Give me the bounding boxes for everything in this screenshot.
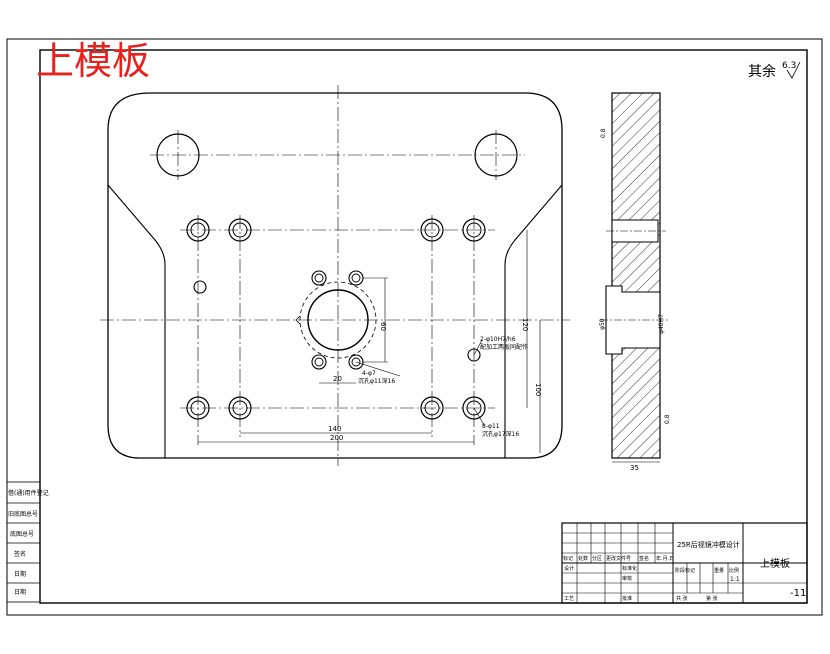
label-stage-mark: 阶段标记 xyxy=(675,567,695,574)
left-row-2: 底图总号 xyxy=(10,530,34,538)
cb-hole xyxy=(228,218,252,242)
screw-hole xyxy=(311,354,327,370)
title-block xyxy=(561,522,808,604)
cb-hole xyxy=(462,218,486,242)
central-bore xyxy=(307,289,369,351)
note-8phi11: 8-φ11 xyxy=(482,423,500,430)
guide-hole-right xyxy=(474,133,518,177)
left-row-3: 签名 xyxy=(14,550,26,558)
drawing-number: -11 xyxy=(790,588,806,599)
guide-hole-left xyxy=(156,133,200,177)
title-block-text: 25R后视镜冲模设计 上模板 -11 1:1 标记 处数 分区 更改文件号 签名… xyxy=(563,540,806,602)
pin-hole-left xyxy=(193,280,207,294)
label-sheet: 第 张 xyxy=(706,595,718,602)
part-name: 上模板 xyxy=(760,557,790,570)
leader-8phi11 xyxy=(473,407,485,426)
screw-hole xyxy=(311,270,327,286)
section-dim-35: 35 xyxy=(630,464,639,472)
left-row-5: 日期 xyxy=(14,588,26,596)
dim-120: 120 xyxy=(521,318,529,331)
cb-hole xyxy=(462,396,486,420)
dim-60: 60 xyxy=(379,322,387,331)
left-row-1: 旧底图总号 xyxy=(8,510,38,518)
left-side-table-labels: 借(通)用件登记 旧底图总号 底图总号 签名 日期 日期 xyxy=(8,489,49,596)
screw-hole xyxy=(348,270,364,286)
cb-hole xyxy=(420,218,444,242)
scale-value: 1:1 xyxy=(730,576,740,583)
central-bore-outer xyxy=(299,281,377,359)
front-view: 140 200 60 20 120 100 4-φ7 沉孔φ11深16 2-φ1… xyxy=(100,85,570,466)
note-4phi7-cb: 沉孔φ11深16 xyxy=(358,377,395,385)
roughness-symbol xyxy=(786,61,801,79)
label-ymd: 年.月.日 xyxy=(656,555,674,562)
section-dim-phi50: φ50 xyxy=(599,318,606,330)
cb-hole xyxy=(186,218,210,242)
label-design: 设计 xyxy=(564,565,574,572)
note-4phi7: 4-φ7 xyxy=(362,370,376,377)
note-8phi11-cb: 沉孔φ17深16 xyxy=(482,430,519,438)
outer-border xyxy=(6,38,823,616)
inner-frame xyxy=(39,49,808,604)
note-2phi10-detail: 配加工两板同配作 xyxy=(480,343,528,351)
roughness-note: 其余 6.3 xyxy=(748,61,801,80)
section-rough-top: 0.8 xyxy=(600,128,607,138)
left-row-0: 借(通)用件登记 xyxy=(8,489,49,497)
dim-140: 140 xyxy=(328,425,341,433)
dim-100: 100 xyxy=(534,383,542,396)
label-weight: 重量 xyxy=(714,567,724,574)
section-dim-phi40: φ40H7 xyxy=(658,314,665,334)
label-mark: 标记 xyxy=(563,555,573,562)
bore-notch xyxy=(295,315,301,325)
left-row-4: 日期 xyxy=(14,570,26,578)
label-craft: 工艺 xyxy=(564,596,574,602)
label-zone: 分区 xyxy=(592,555,602,562)
step-left xyxy=(107,184,166,458)
label-doc-no: 更改文件号 xyxy=(606,555,631,562)
step-right xyxy=(504,184,563,458)
project-name: 25R后视镜冲模设计 xyxy=(677,540,740,549)
label-approve: 批准 xyxy=(622,595,632,602)
counterbored-holes xyxy=(186,218,486,420)
label-sheets: 共 张 xyxy=(676,595,688,602)
label-standardize: 标准化 xyxy=(622,565,637,572)
dim-200: 200 xyxy=(330,434,343,442)
label-check: 审核 xyxy=(622,575,632,582)
plate-outline xyxy=(107,92,563,459)
section-rough-bot: 0.8 xyxy=(664,414,671,424)
note-2phi10: 2-φ10H7/h6 xyxy=(480,336,516,343)
cb-hole xyxy=(420,396,444,420)
overlay-title: 上模板 xyxy=(36,39,150,83)
leader-4phi7 xyxy=(355,361,401,377)
label-sign: 签名 xyxy=(639,555,649,562)
left-side-table xyxy=(6,481,41,603)
roughness-note-value: 6.3 xyxy=(782,61,796,71)
leader-2phi10 xyxy=(473,339,483,356)
dim-20: 20 xyxy=(333,375,342,383)
pin-hole-right xyxy=(467,348,481,362)
roughness-note-prefix: 其余 xyxy=(748,63,776,80)
label-count: 处数 xyxy=(578,555,588,562)
section-view: 35 φ50 φ40H7 0.8 0.8 xyxy=(599,92,671,472)
section-hatch xyxy=(611,92,661,459)
label-ratio: 比例 xyxy=(729,567,739,574)
cb-hole xyxy=(228,396,252,420)
cb-hole xyxy=(186,396,210,420)
